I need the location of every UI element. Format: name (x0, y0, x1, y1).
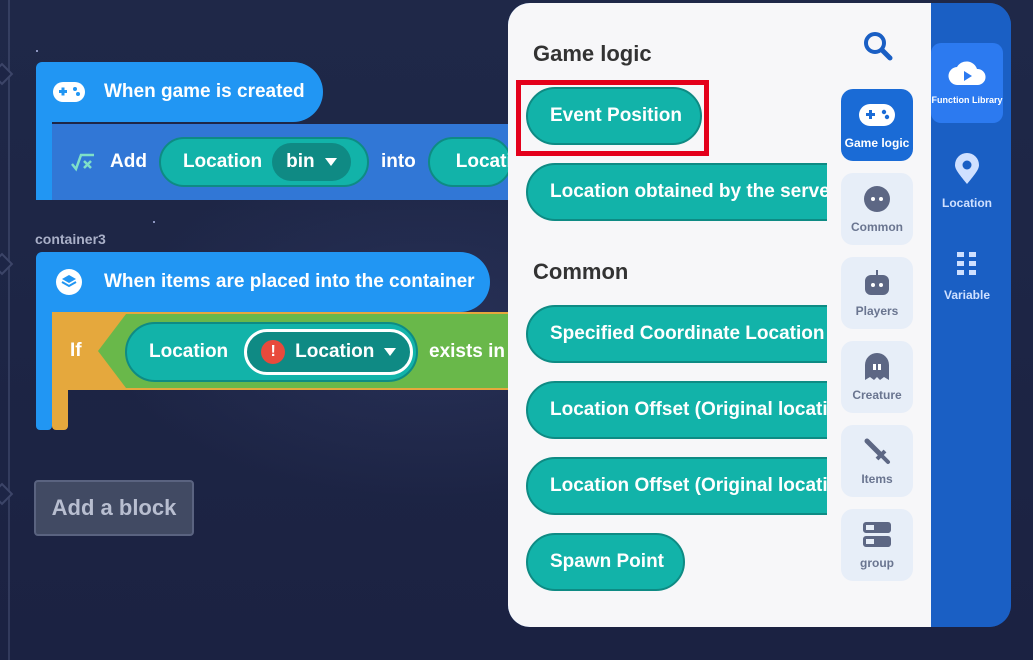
error-icon: ! (261, 340, 286, 364)
block-location-offset-1[interactable]: Location Offset (Original location (526, 381, 827, 439)
variable-dropdown-value: bin (286, 151, 315, 172)
section-title-common: Common (533, 259, 629, 284)
category-label: Game logic (844, 136, 910, 150)
location-pin-icon (953, 153, 981, 188)
toggle-group-icon (862, 520, 892, 550)
block-list[interactable]: Game logic Event Position Location obtai… (508, 3, 827, 627)
block-palette-panel: Game logic Event Position Location obtai… (508, 3, 1011, 627)
category-game-logic[interactable]: Game logic (841, 89, 913, 161)
workspace-rail (0, 0, 10, 660)
event-label: When game is created (104, 81, 305, 102)
search-icon[interactable] (861, 29, 895, 63)
chevron-down-icon (384, 348, 397, 356)
location-variable-pill[interactable]: Location bin (158, 137, 369, 187)
box-icon (52, 265, 86, 299)
library-nav: Function Library Location Variable (931, 3, 1011, 627)
if-label: If (70, 340, 82, 361)
location-label: Location (149, 341, 229, 362)
selection-highlight (516, 80, 709, 156)
category-label: Players (855, 304, 899, 318)
block-event-position[interactable]: Event Position (526, 87, 702, 145)
block-location-offset-2[interactable]: Location Offset (Original location (526, 457, 827, 515)
location-label: Location (182, 151, 263, 172)
nav-function-library[interactable]: Function Library (931, 43, 1003, 123)
function-icon (70, 152, 96, 172)
event-block-game-created[interactable]: When game is created (36, 62, 323, 122)
block-spine (36, 312, 52, 430)
chevron-down-icon (324, 158, 337, 166)
variable-grid-icon (956, 251, 978, 278)
block-specified-coordinate-location[interactable]: Specified Coordinate Location (526, 305, 827, 363)
nav-variable[interactable]: Variable (931, 251, 1003, 302)
category-label: Items (861, 472, 893, 486)
category-column: Game logic Common Players Creature Items (827, 3, 931, 627)
if-block-spine (52, 390, 68, 430)
category-label: Common (851, 220, 903, 234)
location-condition-pill[interactable]: Location ! Location (125, 322, 418, 382)
dust-dot (153, 221, 155, 223)
location-dropdown-value: Location (295, 341, 375, 362)
category-players[interactable]: Players (841, 257, 913, 329)
container-name-label: container3 (35, 231, 106, 247)
category-items[interactable]: Items (841, 425, 913, 497)
into-label: into (380, 151, 416, 172)
event-block-items-placed[interactable]: When items are placed into the container (36, 252, 490, 312)
category-common[interactable]: Common (841, 173, 913, 245)
gamepad-icon (52, 75, 86, 109)
gamepad-icon (858, 100, 896, 130)
block-location-obtained-server[interactable]: Location obtained by the server (526, 163, 827, 221)
ghost-icon (863, 352, 891, 382)
nav-label: Variable (943, 288, 991, 302)
variable-dropdown[interactable]: bin (272, 143, 351, 181)
nav-label: Function Library (931, 95, 1003, 105)
block-spawn-point[interactable]: Spawn Point (526, 533, 685, 591)
add-label: Add (110, 151, 147, 172)
robot-icon (862, 268, 892, 298)
category-creature[interactable]: Creature (841, 341, 913, 413)
block-spine (36, 122, 52, 200)
cloud-play-icon (948, 61, 986, 89)
add-block-button[interactable]: Add a block (34, 480, 194, 536)
nav-label: Location (942, 196, 992, 210)
location-dropdown[interactable]: ! Location (244, 329, 414, 375)
category-group[interactable]: group (841, 509, 913, 581)
add-to-list-statement[interactable]: Add Location bin into Locatio (52, 124, 512, 200)
location-label-2: Locatio (455, 151, 510, 172)
category-label: group (860, 556, 894, 570)
dust-dot (36, 50, 38, 52)
exists-in-label: exists in (429, 341, 506, 362)
section-title-game-logic: Game logic (533, 41, 652, 66)
sword-icon (863, 436, 891, 466)
ellipsis-icon (863, 184, 891, 214)
event-label: When items are placed into the container (104, 271, 475, 292)
nav-location[interactable]: Location (931, 153, 1003, 210)
category-label: Creature (852, 388, 902, 402)
location-target-pill[interactable]: Locatio (427, 137, 512, 187)
